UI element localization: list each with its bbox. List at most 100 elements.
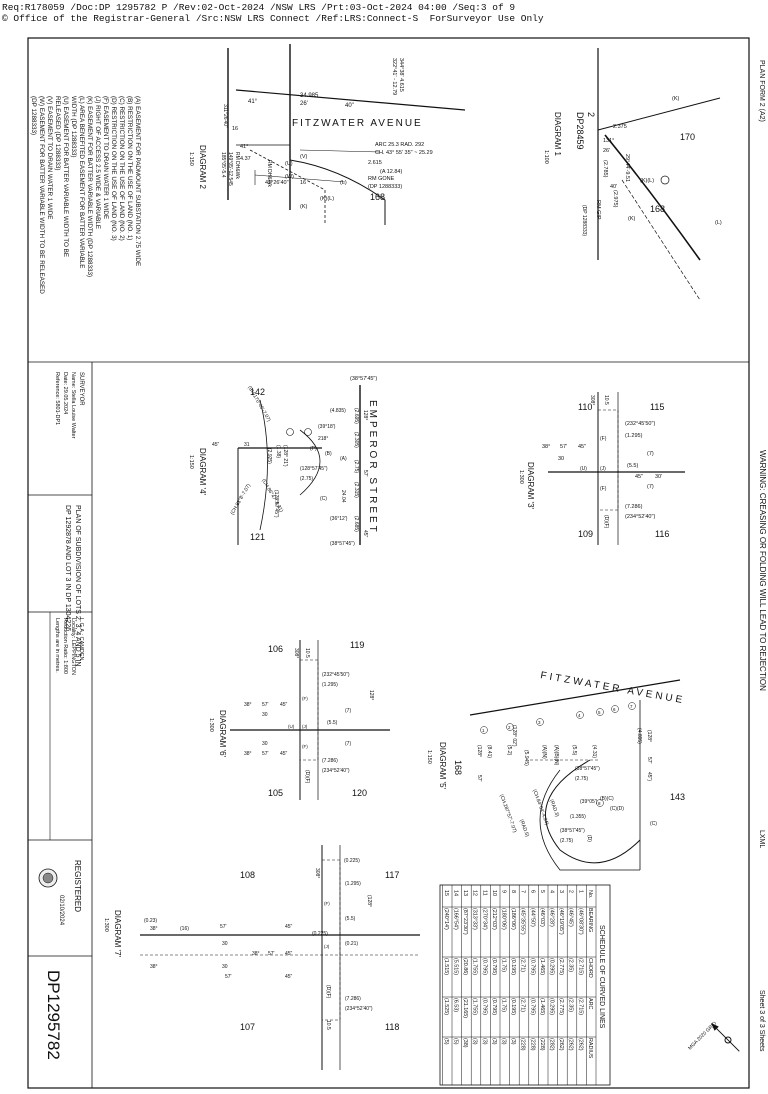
- d5-curve-marker: 8: [598, 801, 601, 806]
- diagram-6: 119 106 105 120 DIAGRAM '6' 1:300 (232°4…: [208, 640, 390, 800]
- schedule-cell: (0.795): [481, 958, 487, 975]
- north-label: MGA 2020 GRID: [687, 1020, 718, 1051]
- d1-text: (K): [628, 216, 636, 222]
- schedule-header: ARC: [587, 998, 593, 1009]
- schedule-cell: (0.795): [481, 998, 487, 1015]
- lot-117: 117: [385, 870, 399, 880]
- schedule-cell: 2: [568, 890, 574, 893]
- d4-text: 57': [362, 470, 368, 477]
- d5-text: (1.355): [570, 814, 586, 820]
- d5-text: (2.75): [575, 776, 588, 782]
- print-header: Req:R178059 /Doc:DP 1295782 P /Rev:02-Oc…: [2, 2, 544, 24]
- schedule-cell: (313°33'): [472, 908, 478, 930]
- d6-text: (5.5): [327, 720, 338, 726]
- d3-text: (J): [600, 466, 606, 472]
- d5-text: (C)(D): [610, 806, 624, 812]
- lxml-label: LXML: [758, 830, 765, 848]
- d3-text: 57': [560, 444, 567, 450]
- schedule-cell: (2.715): [577, 998, 583, 1015]
- schedule-cell: (1.465): [539, 998, 545, 1015]
- d2-text: (U): [285, 161, 293, 167]
- d2-text: ARC 25.3 RAD. 292: [375, 142, 424, 148]
- d4-text: (2.75): [300, 476, 313, 482]
- street-fitzwater-top: FITZWATER AVENUE: [292, 118, 423, 129]
- schedule-cell: (2.775): [558, 998, 564, 1015]
- legend-item: (U) EASEMENT FOR BATTER VARIABLE WIDTH T…: [62, 96, 69, 257]
- schedule-cell: (212°03'): [491, 908, 497, 930]
- d2-text: (L): [340, 180, 347, 186]
- d7-text: (J): [324, 944, 330, 949]
- d7-text: (0.23): [144, 918, 157, 924]
- schedule-cell: (1.755): [472, 958, 478, 975]
- d1-text: 2.375: [613, 124, 627, 130]
- d4-text: (P): [310, 446, 317, 452]
- schedule-header: No.: [587, 890, 593, 898]
- d7-text: 57': [225, 974, 232, 980]
- d2-text: 311°26'40": [222, 104, 228, 128]
- d7-text: (7.286): [345, 996, 361, 1002]
- diagram-3: 115 110 109 116 DIAGRAM '3' 1:300 (232°4…: [518, 392, 685, 545]
- legend-item: (B) RESTRICTION ON THE USE OF LAND (NO. …: [126, 96, 133, 240]
- d7-text: (F): [324, 901, 330, 906]
- d2-text: RM GONE: [368, 176, 395, 182]
- d5-text: (8.41): [486, 745, 492, 758]
- lot-106: 106: [268, 644, 283, 654]
- d3-text: (U): [580, 466, 587, 472]
- d1-text: 26': [603, 148, 610, 154]
- schedule-cell: (5): [453, 1038, 459, 1045]
- d6-text: 30: [262, 741, 268, 747]
- legend-item: (D) RESTRICTION ON THE USE OF LAND (NO. …: [110, 96, 117, 241]
- d6-text: (7.286): [322, 758, 338, 764]
- diagram-3-title: DIAGRAM '3': [526, 462, 535, 510]
- d3-text: (234°52'40"): [625, 514, 655, 520]
- schedule-cell: (262): [568, 1038, 574, 1051]
- d5-text: (4.31): [591, 745, 597, 758]
- d3-text: (D)(F): [603, 515, 609, 529]
- d5-text: (RAD.3): [548, 799, 560, 818]
- legend-item: (DP 1288333): [30, 96, 37, 135]
- d5-curve-marker: 6: [613, 707, 616, 712]
- d5-text: (A)(B)(N): [553, 745, 559, 766]
- schedule-cell: 7: [520, 890, 526, 893]
- warning-text: WARNING: CREASING OR FOLDING WILL LEAD T…: [758, 450, 767, 691]
- d3-text: (7.286): [625, 504, 643, 510]
- d3-text: 30: [558, 456, 564, 462]
- schedule-cell: (2.71): [520, 998, 526, 1012]
- d2-text: 16: [300, 180, 306, 186]
- d4-text: (128°57'45"): [300, 466, 328, 472]
- lot-105: 105: [268, 788, 283, 798]
- lot-168-d2: 168: [370, 192, 385, 202]
- d7-text: 45": [285, 951, 293, 957]
- d2-text: (K): [300, 204, 308, 210]
- schedule-cell: (20.86): [462, 958, 468, 975]
- d5-curve-marker: 1: [482, 728, 485, 733]
- registered-label: REGISTERED: [73, 860, 82, 912]
- schedule-cell: (5): [443, 1038, 449, 1045]
- surveyor-name: Name: Stella Louise Walter: [70, 372, 76, 439]
- diagram-6-title: DIAGRAM '6': [218, 710, 227, 758]
- d6-text: (1.295): [322, 682, 338, 688]
- d2-text: 322°41' - 12.79: [391, 58, 397, 95]
- d4-text: (36°12'): [330, 516, 348, 522]
- d4-text: (1.38): [275, 445, 281, 458]
- d4-text: (2.685): [353, 516, 359, 532]
- d6-text: (J): [302, 724, 308, 729]
- d5-curve-marker: 5: [598, 710, 601, 715]
- d4-text: (B): [325, 451, 332, 457]
- locality: Locality: LEPPINGTON: [70, 618, 76, 675]
- d7-text: 57': [268, 951, 275, 957]
- plan-title-line-2: DP 1292878 AND LOT 3 IN DP 1304226: [64, 505, 71, 631]
- header-line-1: Req:R178059 /Doc:DP 1295782 P /Rev:02-Oc…: [2, 2, 516, 13]
- schedule-cell: (46°08'30"): [577, 908, 583, 935]
- d7-text: (128°: [366, 895, 372, 907]
- schedule-cell: (0.295): [549, 998, 555, 1015]
- schedule-cell: 3: [558, 890, 564, 893]
- d6-text: 45": [280, 702, 288, 708]
- d7-text: (0.225): [344, 858, 360, 864]
- d2-text: 2.615: [368, 160, 382, 166]
- d2-text: CH. 43° 55' 35" ~ 25.29: [375, 150, 433, 156]
- d6-text: 10.5: [304, 648, 310, 658]
- lot-118: 118: [385, 1022, 399, 1032]
- surveyor-title: SURVEYOR: [78, 372, 84, 406]
- d7-text: (0.225): [312, 931, 328, 937]
